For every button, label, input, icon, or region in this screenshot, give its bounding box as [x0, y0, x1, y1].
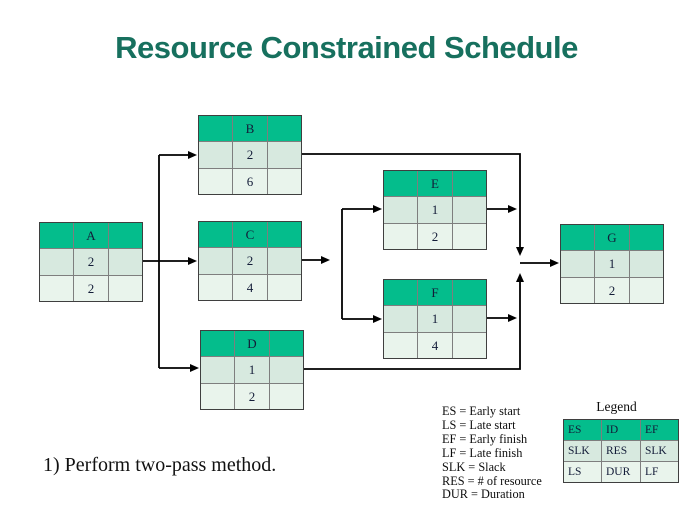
- node-slk2-cell: [630, 251, 663, 277]
- definition-item: ES = Early start: [442, 404, 521, 418]
- node-dur-cell: 2: [74, 276, 108, 301]
- node-id-cell: D: [235, 331, 269, 356]
- node-slk2-cell: [453, 197, 486, 223]
- node-res-cell: 1: [418, 197, 452, 223]
- node-dur-cell: 4: [233, 275, 267, 300]
- node-slk2-cell: [270, 357, 303, 383]
- definition-item: EF = Early finish: [442, 431, 528, 446]
- node-dur-cell: 2: [235, 384, 269, 409]
- footnote: 1) Perform two-pass method.: [43, 454, 277, 476]
- node-ls-cell: [384, 333, 417, 358]
- node-lf-cell: [268, 169, 301, 194]
- node-slk-cell: [40, 249, 73, 275]
- node-ls-cell: [201, 384, 234, 409]
- legend-cell-slk-10: SLK: [564, 441, 601, 461]
- definition-item: LF = Late finish: [442, 445, 523, 460]
- node-dur-cell: 6: [233, 169, 267, 194]
- node-slk-cell: [199, 142, 232, 168]
- node-ls-cell: [561, 278, 594, 303]
- node-ef-cell: [268, 116, 301, 141]
- node-ef-cell: [270, 331, 303, 356]
- legend-title: Legend: [596, 399, 637, 414]
- node-ef-cell: [453, 280, 486, 305]
- node-lf-cell: [268, 275, 301, 300]
- node-slk-cell: [384, 197, 417, 223]
- node-es-cell: [201, 331, 234, 356]
- node-slk-cell: [201, 357, 234, 383]
- node-id-cell: E: [418, 171, 452, 196]
- node-dur-cell: 2: [418, 224, 452, 249]
- node-res-cell: 1: [595, 251, 629, 277]
- node-slk2-cell: [453, 306, 486, 332]
- node-ef-cell: [109, 223, 142, 248]
- node-es-cell: [199, 116, 232, 141]
- node-dur-cell: 4: [418, 333, 452, 358]
- node-ls-cell: [199, 275, 232, 300]
- node-ls-cell: [40, 276, 73, 301]
- node-id-cell: C: [233, 222, 267, 247]
- node-es-cell: [199, 222, 232, 247]
- node-id-cell: F: [418, 280, 452, 305]
- legend-cell-lf-22: LF: [641, 462, 678, 482]
- node-ef-cell: [630, 225, 663, 250]
- node-res-cell: 1: [418, 306, 452, 332]
- legend-cell-res-11: RES: [602, 441, 640, 461]
- node-slk-cell: [561, 251, 594, 277]
- node-ef-cell: [453, 171, 486, 196]
- node-es-cell: [384, 280, 417, 305]
- definition-item: LS = Late start: [442, 417, 516, 432]
- node-slk2-cell: [268, 142, 301, 168]
- node-id-cell: A: [74, 223, 108, 248]
- node-res-cell: 2: [233, 142, 267, 168]
- page-title: Resource Constrained Schedule: [115, 30, 578, 65]
- node-dur-cell: 2: [595, 278, 629, 303]
- legend-cell-dur-21: DUR: [602, 462, 640, 482]
- legend-cell-ls-20: LS: [564, 462, 601, 482]
- node-es-cell: [384, 171, 417, 196]
- legend-cell-es-00: ES: [564, 420, 601, 440]
- node-lf-cell: [453, 333, 486, 358]
- node-ls-cell: [199, 169, 232, 194]
- node-res-cell: 2: [74, 249, 108, 275]
- node-lf-cell: [630, 278, 663, 303]
- legend-cell-slk-12: SLK: [641, 441, 678, 461]
- node-lf-cell: [270, 384, 303, 409]
- definition-item: SLK = Slack: [442, 459, 506, 474]
- node-ls-cell: [384, 224, 417, 249]
- node-slk2-cell: [109, 249, 142, 275]
- node-lf-cell: [453, 224, 486, 249]
- node-id-cell: G: [595, 225, 629, 250]
- node-res-cell: 1: [235, 357, 269, 383]
- node-slk-cell: [199, 248, 232, 274]
- node-lf-cell: [109, 276, 142, 301]
- node-slk-cell: [384, 306, 417, 332]
- node-es-cell: [40, 223, 73, 248]
- node-es-cell: [561, 225, 594, 250]
- legend-cell-ef-02: EF: [641, 420, 678, 440]
- definition-item: DUR = Duration: [442, 487, 525, 502]
- definition-item: RES = # of resource: [442, 473, 542, 488]
- node-id-cell: B: [233, 116, 267, 141]
- node-ef-cell: [268, 222, 301, 247]
- node-slk2-cell: [268, 248, 301, 274]
- legend-cell-id-01: ID: [602, 420, 640, 440]
- node-res-cell: 2: [233, 248, 267, 274]
